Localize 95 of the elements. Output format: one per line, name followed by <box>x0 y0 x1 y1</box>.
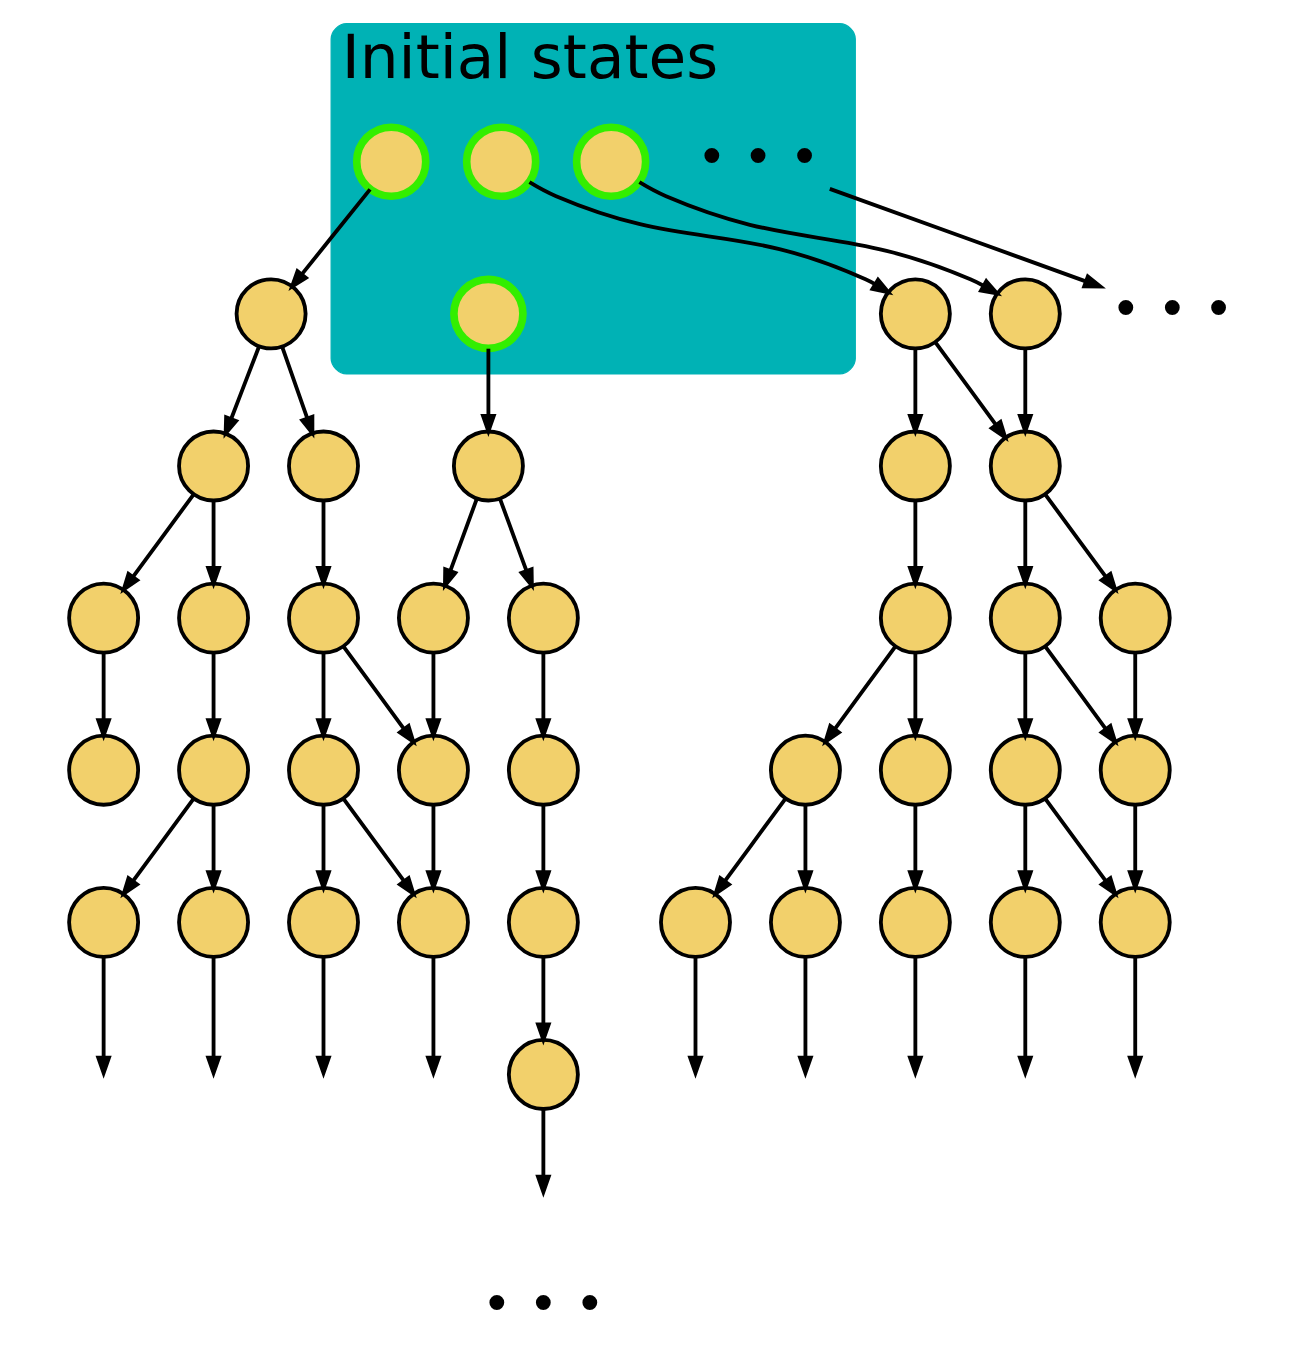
node-circle <box>878 885 952 959</box>
node-circle <box>768 733 842 807</box>
node-circle <box>176 429 250 503</box>
arrow <box>279 346 314 439</box>
arrow <box>1016 652 1033 742</box>
arrow <box>287 188 372 291</box>
arrow <box>534 1109 551 1198</box>
node-circle <box>66 885 140 959</box>
arrow <box>205 500 222 590</box>
node-circle <box>176 581 250 655</box>
node-circle <box>286 885 360 959</box>
node-circle <box>1098 581 1172 655</box>
arrow <box>424 652 441 742</box>
arrow <box>1016 500 1033 590</box>
arrow <box>906 805 923 894</box>
arrow <box>424 957 441 1079</box>
arrow <box>821 645 897 747</box>
node-circle <box>1098 885 1172 959</box>
node-circle <box>66 581 140 655</box>
arrow <box>1043 797 1119 899</box>
arrow <box>205 805 222 894</box>
arrow <box>528 180 893 296</box>
arrow <box>1016 348 1033 438</box>
node-circle <box>506 1038 580 1111</box>
node-circle <box>176 885 250 959</box>
node-circle <box>878 581 952 655</box>
node-circle <box>234 277 307 351</box>
arrow <box>933 341 1009 442</box>
arrow <box>314 957 332 1079</box>
node-circle <box>878 733 952 807</box>
node-circle <box>1098 733 1172 807</box>
node-circle <box>506 581 580 655</box>
node-circle <box>988 885 1062 959</box>
node-circle <box>768 885 842 959</box>
arrow <box>686 957 704 1079</box>
node-circle <box>396 581 470 655</box>
node-text: • • • <box>1110 279 1234 339</box>
node-text: • • • <box>696 127 820 187</box>
node-circle <box>878 277 952 351</box>
arrow <box>95 957 112 1079</box>
arrow <box>1043 645 1119 747</box>
arrow <box>1126 805 1143 894</box>
arrow <box>341 645 417 747</box>
arrow <box>534 805 551 894</box>
node-circle <box>506 733 580 807</box>
node-circle <box>451 429 525 503</box>
node-circle <box>286 581 360 655</box>
node-circle <box>506 885 580 959</box>
arrow <box>424 805 441 894</box>
node-circle <box>352 123 430 201</box>
arrow <box>314 500 332 590</box>
node-circle <box>462 123 540 201</box>
node-circle <box>286 429 360 503</box>
arrow <box>828 187 1106 289</box>
arrow <box>796 805 813 894</box>
node-circle <box>988 733 1062 807</box>
arrow <box>95 652 112 742</box>
node-circle <box>988 277 1062 351</box>
node-circle <box>286 733 360 807</box>
arrow <box>119 797 195 899</box>
arrow <box>637 180 1002 297</box>
arrow <box>497 497 534 591</box>
arrow <box>223 345 261 439</box>
node-circle <box>396 733 470 807</box>
node-circle <box>988 581 1062 655</box>
arrow <box>205 652 222 742</box>
arrow <box>479 348 496 438</box>
arrow <box>314 805 332 894</box>
arrow <box>534 652 551 742</box>
node-circle <box>396 885 470 959</box>
arrow <box>906 652 923 742</box>
arrow <box>1126 652 1143 742</box>
arrow <box>534 957 551 1046</box>
arrow <box>1016 957 1033 1079</box>
arrow <box>796 957 813 1079</box>
arrow <box>906 957 923 1079</box>
arrow <box>314 652 332 742</box>
arrow <box>1126 957 1143 1079</box>
arrow <box>906 348 923 438</box>
node-circle <box>176 733 250 807</box>
node-circle <box>988 429 1062 503</box>
node-circle <box>66 733 140 807</box>
arrow <box>442 497 479 591</box>
node-circle <box>572 123 649 201</box>
arrow <box>341 797 417 899</box>
arrow <box>711 797 787 899</box>
arrow <box>205 957 222 1079</box>
node-circle <box>449 275 527 353</box>
node-circle <box>878 429 952 503</box>
label: • • • <box>481 1275 605 1335</box>
arrow <box>906 500 923 590</box>
arrow <box>119 493 195 595</box>
arrow <box>1016 805 1033 894</box>
node-circle <box>658 885 732 959</box>
arrow <box>1043 493 1119 595</box>
